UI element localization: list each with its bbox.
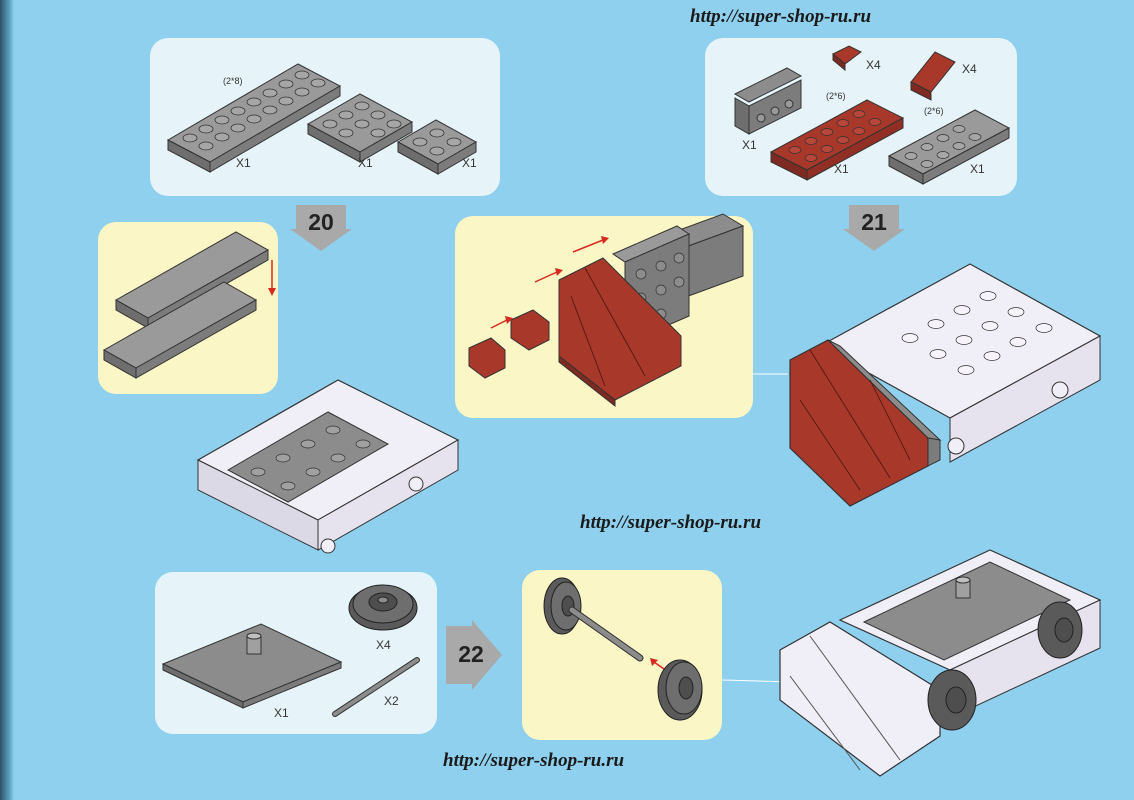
- part-quantity: X4: [962, 62, 977, 76]
- gray-plate-bottom: [102, 281, 258, 379]
- part-quantity: X2: [384, 694, 399, 708]
- step-21-model-illustration: [789, 263, 1102, 507]
- part-quantity: X1: [236, 156, 251, 170]
- step-number: 20: [308, 209, 334, 235]
- step-number: 22: [458, 641, 484, 667]
- gray-plate-2x6: [887, 109, 1011, 185]
- step-21-badge: 21: [843, 205, 905, 251]
- assembly-arrow: [534, 271, 558, 283]
- right-arrow-icon: [446, 620, 502, 690]
- wheel-icon: [543, 577, 582, 635]
- part-quantity: X4: [376, 638, 391, 652]
- step-20-parts-illustration: [166, 63, 478, 175]
- watermark-url-bottom: http://super-shop-ru.ru: [443, 750, 625, 771]
- gray-plate-2x8: [166, 63, 342, 173]
- down-arrow-icon: [290, 205, 352, 251]
- red-slope-large: [910, 51, 956, 101]
- red-plate-2x6: [769, 99, 905, 181]
- assembly-arrow: [572, 239, 604, 253]
- step-22-parts-illustration: [161, 584, 420, 717]
- part-size-label: (2*8): [223, 76, 243, 86]
- gray-base-plate: [161, 623, 343, 709]
- part-quantity: X4: [866, 58, 881, 72]
- watermark-url-top: http://super-shop-ru.ru: [690, 6, 872, 27]
- down-arrow-icon: [843, 205, 905, 251]
- step-22-badge: 22: [446, 620, 502, 690]
- step-20-subassembly-illustration: [102, 231, 276, 379]
- red-slope-small: [832, 45, 862, 72]
- part-quantity: X1: [834, 162, 849, 176]
- step-20-badge: 20: [290, 205, 352, 251]
- book-spine: [0, 0, 14, 800]
- wheel-icon: [348, 584, 418, 631]
- step-number: 21: [861, 209, 887, 235]
- part-size-label: (2*6): [924, 106, 944, 116]
- axle-rod: [332, 657, 420, 717]
- gray-bracket: [733, 67, 803, 135]
- step-20-model-illustration: [196, 379, 460, 554]
- step-22-subassembly-illustration: [543, 577, 703, 721]
- part-quantity: X1: [358, 156, 373, 170]
- assembly-arrow: [490, 319, 508, 329]
- part-quantity: X1: [970, 162, 985, 176]
- connector-line: [752, 373, 788, 375]
- step-21-parts-illustration: [733, 45, 1011, 185]
- gray-plate-small: [396, 119, 478, 175]
- step-22-model-illustration: [779, 549, 1102, 777]
- part-size-label: (2*6): [826, 91, 846, 101]
- part-quantity: X1: [274, 706, 289, 720]
- watermark-url-middle: http://super-shop-ru.ru: [580, 512, 762, 533]
- part-quantity: X1: [462, 156, 477, 170]
- wheel-icon: [657, 659, 703, 721]
- part-quantity: X1: [742, 138, 757, 152]
- step-21-subassembly-illustration: [468, 213, 745, 408]
